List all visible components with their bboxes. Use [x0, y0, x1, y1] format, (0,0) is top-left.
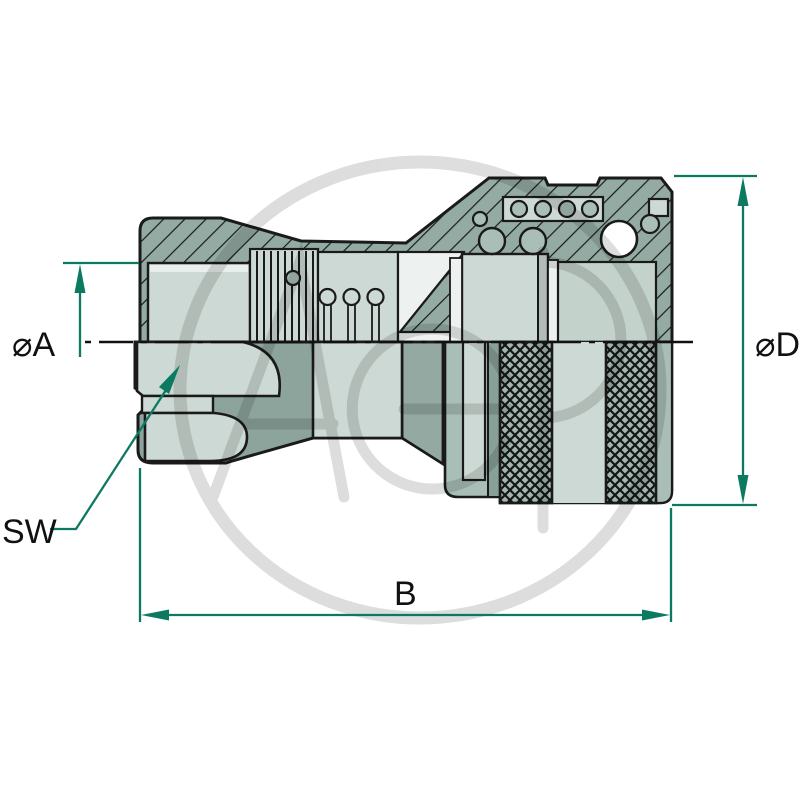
dim-b-arrow-right [642, 609, 670, 621]
seal-ball [284, 269, 302, 287]
sleeve-front-band [461, 340, 487, 482]
roller-ball-right [518, 226, 548, 256]
dim-b-arrow-left [141, 609, 169, 621]
flow-chamber [556, 260, 658, 344]
upper-section [138, 176, 674, 344]
sleeve-smooth-band [552, 342, 606, 503]
body-mid-flat [311, 340, 404, 440]
sleeve-end-cap [654, 340, 674, 505]
rear-slot [547, 259, 559, 343]
watermark-letter-g [346, 323, 514, 495]
watermark-agp [173, 155, 667, 625]
retainer-square [647, 197, 670, 218]
dim-a-arrow [74, 264, 86, 293]
thread-crest-strip [150, 265, 248, 272]
poppet [460, 252, 550, 344]
label-dia-a: ⌀A [12, 326, 55, 364]
label-dia-d: ⌀D [755, 326, 800, 364]
watermark-letter-a [207, 241, 350, 503]
dimensions [50, 174, 757, 622]
knurl-band-front [498, 340, 554, 505]
roller-ball-left [477, 226, 507, 256]
thread-bore [146, 261, 252, 344]
sw-arrow [159, 365, 180, 394]
ball-race [501, 195, 605, 223]
label-length-b: B [394, 575, 417, 613]
label-wrench-sw: SW [2, 513, 57, 551]
dim-d-arrow-bottom [737, 475, 749, 504]
pilot-ball [471, 210, 489, 228]
watermark-swoosh [173, 155, 667, 625]
detent-ball [639, 213, 661, 235]
dim-d-arrow-top [737, 177, 749, 206]
locking-ball-white [599, 219, 639, 259]
sw-leader-line [50, 389, 167, 531]
hex-flat-lower [143, 411, 249, 463]
lower-external-view [133, 340, 674, 505]
pin-cage [316, 250, 400, 344]
watermark-letter-p [537, 246, 627, 534]
